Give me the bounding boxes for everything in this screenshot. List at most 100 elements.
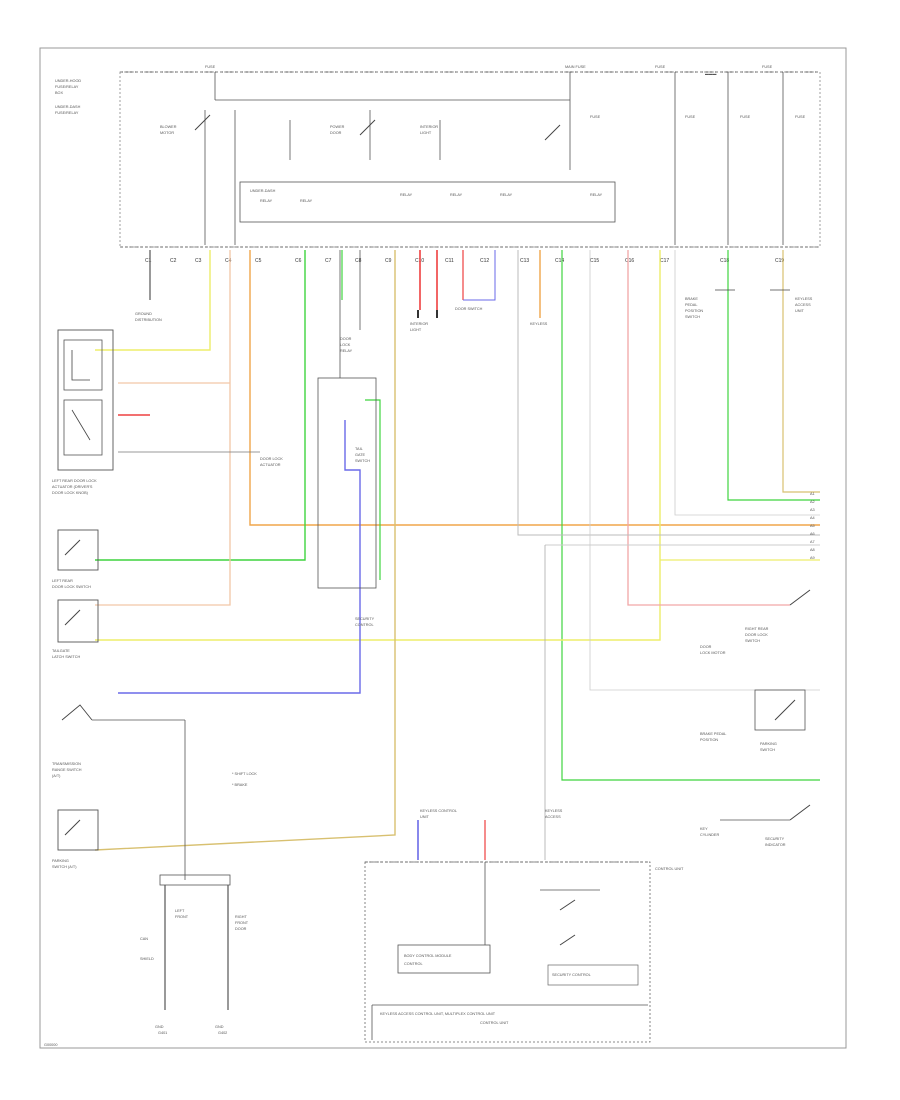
svg-text:LEFT REAR: LEFT REAR — [52, 579, 73, 583]
svg-text:RIGHT: RIGHT — [235, 915, 247, 919]
right-terminal-column: A1 A2 A3 A4 A5 A6 A7 A8 A9 — [810, 492, 815, 560]
svg-text:UNDER-DASH: UNDER-DASH — [55, 105, 81, 109]
svg-text:C17: C17 — [660, 258, 669, 264]
svg-text:C2: C2 — [170, 258, 177, 264]
svg-text:KEYLESS: KEYLESS — [545, 809, 563, 813]
svg-text:LEFT REAR DOOR LOCK: LEFT REAR DOOR LOCK — [52, 479, 97, 483]
svg-text:C12: C12 — [480, 258, 489, 264]
diagram-frame — [39, 47, 847, 1049]
svg-text:FUSE/RELAY: FUSE/RELAY — [55, 85, 79, 89]
svg-text:C13: C13 — [520, 258, 529, 264]
svg-text:CONTROL: CONTROL — [404, 962, 423, 966]
svg-text:C5: C5 — [255, 258, 262, 264]
svg-text:C19: C19 — [775, 258, 784, 264]
svg-text:TAIL: TAIL — [355, 447, 363, 451]
svg-text:C11: C11 — [445, 258, 454, 264]
svg-text:(A/T): (A/T) — [52, 774, 61, 778]
svg-text:SWITCH: SWITCH — [745, 639, 760, 643]
under-dash-fuse-box — [239, 181, 616, 223]
svg-text:CAN: CAN — [140, 937, 148, 941]
svg-text:PEDAL: PEDAL — [685, 303, 697, 307]
svg-text:LATCH SWITCH: LATCH SWITCH — [52, 655, 80, 659]
svg-text:DOOR LOCK: DOOR LOCK — [260, 457, 283, 461]
svg-text:RELAY: RELAY — [260, 199, 273, 203]
svg-text:A2: A2 — [810, 500, 815, 504]
control-unit-label: CONTROL UNIT — [480, 1021, 509, 1025]
svg-text:TAILGATE: TAILGATE — [52, 649, 70, 653]
svg-text:CONTROL: CONTROL — [355, 623, 374, 627]
svg-text:LOCK MOTOR: LOCK MOTOR — [700, 651, 726, 655]
svg-text:BRAKE PEDAL: BRAKE PEDAL — [700, 732, 726, 736]
svg-text:UNDER-HOOD: UNDER-HOOD — [55, 79, 81, 83]
svg-text:SWITCH: SWITCH — [685, 315, 700, 319]
diagram-code: G00000 — [44, 1043, 58, 1047]
svg-text:TRANSMISSION: TRANSMISSION — [52, 762, 81, 766]
svg-text:LIGHT: LIGHT — [420, 131, 432, 135]
wire-blue — [118, 420, 361, 694]
svg-text:DOOR SWITCH: DOOR SWITCH — [455, 307, 483, 311]
svg-text:C14: C14 — [555, 258, 564, 264]
svg-text:KEYLESS: KEYLESS — [795, 297, 813, 301]
right-gnd-label: GND — [215, 1025, 224, 1029]
svg-text:C18: C18 — [720, 258, 729, 264]
svg-text:* SHIFT LOCK: * SHIFT LOCK — [232, 772, 257, 776]
svg-text:▬▬▬: ▬▬▬ — [705, 72, 717, 76]
svg-text:DOOR LOCK SWITCH: DOOR LOCK SWITCH — [52, 585, 91, 589]
connector-row: C1 C2 C3 C4 C5 C6 C7 C8 C9 C10 C11 C12 C… — [145, 258, 784, 264]
svg-text:FRONT: FRONT — [235, 921, 249, 925]
svg-text:RELAY: RELAY — [340, 349, 353, 353]
body-control-module-box — [397, 944, 491, 974]
svg-text:RELAY: RELAY — [400, 193, 413, 197]
svg-text:RANGE SWITCH: RANGE SWITCH — [52, 768, 82, 772]
svg-text:ACTUATOR: ACTUATOR — [260, 463, 281, 467]
svg-text:POWER: POWER — [330, 125, 345, 129]
svg-text:A4: A4 — [810, 516, 815, 520]
svg-text:DOOR: DOOR — [235, 927, 247, 931]
svg-text:FUSE: FUSE — [655, 65, 666, 69]
svg-text:SWITCH: SWITCH — [760, 748, 775, 752]
svg-text:KEYLESS CONTROL: KEYLESS CONTROL — [420, 809, 457, 813]
svg-text:KEYLESS: KEYLESS — [530, 322, 548, 326]
svg-text:FUSE: FUSE — [685, 115, 696, 119]
svg-text:SECURITY: SECURITY — [765, 837, 785, 841]
svg-text:INTERIOR: INTERIOR — [420, 125, 438, 129]
svg-text:UNIT: UNIT — [420, 815, 430, 819]
svg-text:MAIN FUSE: MAIN FUSE — [565, 65, 586, 69]
multiplex-label: KEYLESS ACCESS CONTROL UNIT, MULTIPLEX C… — [380, 1012, 496, 1016]
svg-text:C9: C9 — [385, 258, 392, 264]
svg-text:C6: C6 — [295, 258, 302, 264]
svg-text:DISTRIBUTION: DISTRIBUTION — [135, 318, 162, 322]
under-hood-fuse-box — [119, 71, 821, 248]
svg-text:FUSE/RELAY: FUSE/RELAY — [55, 111, 79, 115]
svg-text:SECURITY CONTROL: SECURITY CONTROL — [552, 973, 591, 977]
svg-text:RELAY: RELAY — [590, 193, 603, 197]
svg-text:C3: C3 — [195, 258, 202, 264]
svg-text:C16: C16 — [625, 258, 634, 264]
svg-text:KEY: KEY — [700, 827, 708, 831]
svg-text:RELAY: RELAY — [300, 199, 313, 203]
wire-yellow — [95, 250, 211, 351]
body-control-module-label: BODY CONTROL MODULE — [404, 954, 452, 958]
svg-text:BOX: BOX — [55, 91, 63, 95]
svg-text:A8: A8 — [810, 548, 815, 552]
svg-text:FUSE: FUSE — [590, 115, 601, 119]
svg-text:GATE: GATE — [355, 453, 366, 457]
svg-text:UNDER-DASH: UNDER-DASH — [250, 189, 276, 193]
svg-text:A3: A3 — [810, 508, 815, 512]
svg-text:BLOWER: BLOWER — [160, 125, 177, 129]
svg-text:RELAY: RELAY — [450, 193, 463, 197]
svg-text:FRONT: FRONT — [175, 915, 189, 919]
svg-text:ACCESS: ACCESS — [545, 815, 561, 819]
wire-orange — [249, 250, 820, 526]
svg-text:CONTROL UNIT: CONTROL UNIT — [655, 867, 684, 871]
svg-text:LOCK: LOCK — [340, 343, 351, 347]
svg-text:FUSE: FUSE — [795, 115, 806, 119]
svg-text:BRAKE: BRAKE — [685, 297, 698, 301]
svg-text:* BRAKE: * BRAKE — [232, 783, 248, 787]
svg-text:DOOR: DOOR — [330, 131, 342, 135]
svg-text:C7: C7 — [325, 258, 332, 264]
svg-text:LEFT: LEFT — [175, 909, 185, 913]
left-gnd-label: GND — [155, 1025, 164, 1029]
wire-green — [95, 250, 306, 561]
